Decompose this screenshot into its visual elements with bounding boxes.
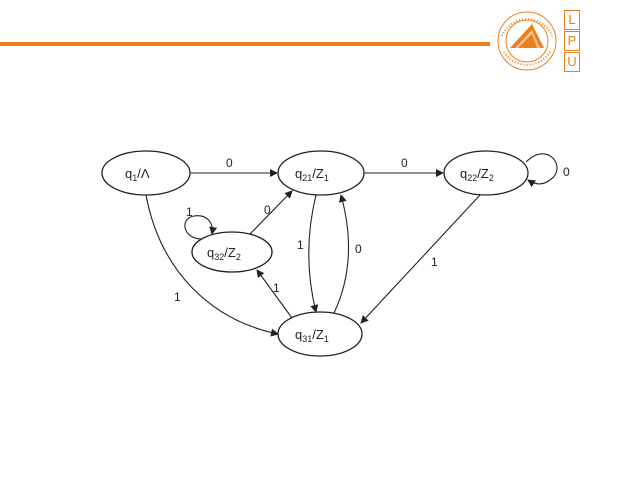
transition-q1-q31: 1 (145, 194, 279, 337)
logo-letter-l: L (564, 10, 580, 30)
university-seal-logo (497, 11, 557, 71)
state-q22: q22/Z2 (443, 150, 529, 196)
svg-text:0: 0 (226, 156, 233, 170)
svg-text:q22/Z2: q22/Z2 (460, 166, 494, 183)
svg-text:0: 0 (355, 242, 362, 256)
transition-q21-q31: 1 (297, 194, 319, 313)
logo-letter-u: U (564, 52, 580, 72)
svg-text:0: 0 (264, 203, 271, 217)
svg-text:0: 0 (401, 156, 408, 170)
state-q1: q1/Λ (101, 150, 191, 196)
transition-q31-q21: 0 (333, 194, 362, 314)
header-accent-bar (0, 42, 490, 46)
svg-text:q32/Z2: q32/Z2 (207, 245, 241, 262)
svg-text:1: 1 (174, 290, 181, 304)
svg-text:1: 1 (431, 255, 438, 269)
svg-text:q1/Λ: q1/Λ (125, 166, 150, 183)
transition-q21-q22: 0 (364, 156, 444, 177)
svg-text:0: 0 (563, 165, 570, 179)
transition-q1-q21: 0 (190, 156, 278, 177)
lpu-letter-stack: L P U (564, 10, 580, 73)
state-q32: q32/Z2 (191, 231, 273, 273)
svg-text:q21/Z1: q21/Z1 (295, 166, 329, 183)
transition-q32-self: 1 (184, 205, 218, 240)
logo-letter-p: P (564, 31, 580, 51)
transition-q22-self: 0 (525, 153, 570, 188)
transition-q32-q21: 0 (249, 190, 293, 235)
svg-text:q31/Z1: q31/Z1 (295, 327, 329, 344)
svg-text:1: 1 (273, 281, 280, 295)
transition-q31-q32: 1 (256, 269, 293, 319)
state-q31: q31/Z1 (277, 311, 363, 357)
state-q21: q21/Z1 (277, 150, 365, 196)
svg-text:1: 1 (186, 205, 193, 219)
transition-q22-q31: 1 (360, 194, 481, 324)
svg-text:1: 1 (297, 238, 304, 252)
